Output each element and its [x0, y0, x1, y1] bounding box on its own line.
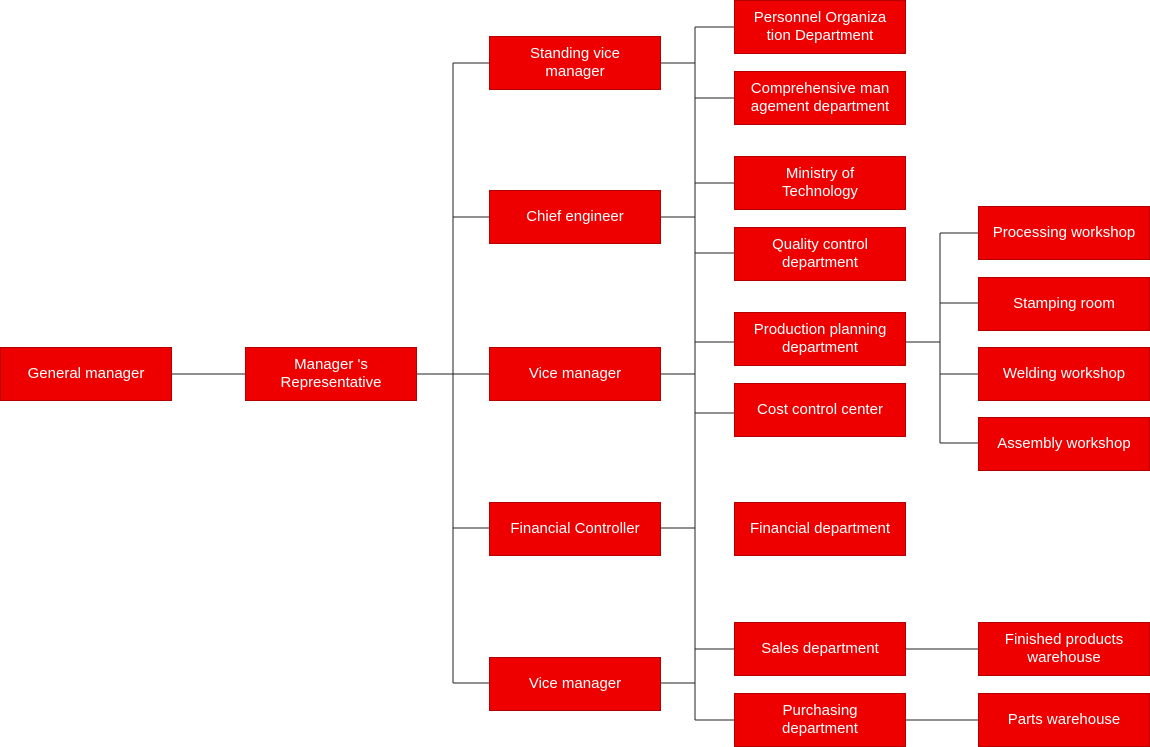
production-planning-dept-label-line2: department — [782, 339, 858, 356]
finished-products-warehouse-box: Finished products warehouse — [978, 622, 1150, 676]
parts-warehouse-label: Parts warehouse — [1007, 711, 1121, 728]
comprehensive-mgmt-dept-box: Comprehensive man agement department — [734, 71, 906, 125]
ministry-of-technology-label-line2: Technology — [782, 183, 858, 200]
processing-workshop-box: Processing workshop — [978, 206, 1150, 260]
managers-representative-label-line2: Representative — [280, 374, 382, 391]
production-planning-dept-label-line1: Production planning — [753, 321, 887, 338]
ministry-of-technology-label-line1: Ministry of — [785, 165, 855, 182]
managers-representative-label-line1: Manager 's — [294, 356, 368, 373]
vice-manager-2-box: Vice manager — [489, 657, 661, 711]
general-manager-box: General manager — [0, 347, 172, 401]
stamping-room-label: Stamping room — [1013, 295, 1115, 312]
personnel-org-dept-box: Personnel Organiza tion Department — [734, 0, 906, 54]
stamping-room-box: Stamping room — [978, 277, 1150, 331]
quality-control-dept-label-line1: Quality control — [772, 236, 868, 253]
cost-control-center-label: Cost control center — [757, 401, 883, 418]
purchasing-dept-box: Purchasing department — [734, 693, 906, 747]
sales-dept-label: Sales department — [761, 640, 879, 657]
quality-control-dept-label-line2: department — [782, 254, 858, 271]
vice-manager-1-label: Vice manager — [528, 365, 622, 382]
financial-dept-box: Financial department — [734, 502, 906, 556]
sales-dept-box: Sales department — [734, 622, 906, 676]
processing-workshop-label: Processing workshop — [992, 224, 1136, 241]
comprehensive-mgmt-dept-label-line2: agement department — [750, 98, 890, 115]
personnel-org-dept-label-line2: tion Department — [766, 27, 874, 44]
assembly-workshop-label: Assembly workshop — [997, 435, 1131, 452]
general-manager-label: General manager — [27, 365, 145, 382]
standing-vice-manager-label-line1: Standing vice — [529, 45, 621, 62]
welding-workshop-box: Welding workshop — [978, 347, 1150, 401]
financial-controller-label: Financial Controller — [510, 520, 640, 537]
production-planning-dept-box: Production planning department — [734, 312, 906, 366]
welding-workshop-label: Welding workshop — [1002, 365, 1126, 382]
finished-products-warehouse-label-line1: Finished products — [1004, 631, 1124, 648]
standing-vice-manager-box: Standing vice manager — [489, 36, 661, 90]
ministry-of-technology-box: Ministry of Technology — [734, 156, 906, 210]
finished-products-warehouse-label-line2: warehouse — [1027, 649, 1101, 666]
assembly-workshop-box: Assembly workshop — [978, 417, 1150, 471]
vice-manager-2-label: Vice manager — [528, 675, 622, 692]
vice-manager-1-box: Vice manager — [489, 347, 661, 401]
personnel-org-dept-label-line1: Personnel Organiza — [753, 9, 887, 26]
quality-control-dept-box: Quality control department — [734, 227, 906, 281]
cost-control-center-box: Cost control center — [734, 383, 906, 437]
standing-vice-manager-label-line2: manager — [545, 63, 605, 80]
purchasing-dept-label-line2: department — [782, 720, 858, 737]
parts-warehouse-box: Parts warehouse — [978, 693, 1150, 747]
managers-representative-box: Manager 's Representative — [245, 347, 417, 401]
purchasing-dept-label-line1: Purchasing — [782, 702, 858, 719]
financial-dept-label: Financial department — [749, 520, 891, 537]
chief-engineer-box: Chief engineer — [489, 190, 661, 244]
comprehensive-mgmt-dept-label-line1: Comprehensive man — [750, 80, 890, 97]
chief-engineer-label: Chief engineer — [526, 208, 624, 225]
financial-controller-box: Financial Controller — [489, 502, 661, 556]
